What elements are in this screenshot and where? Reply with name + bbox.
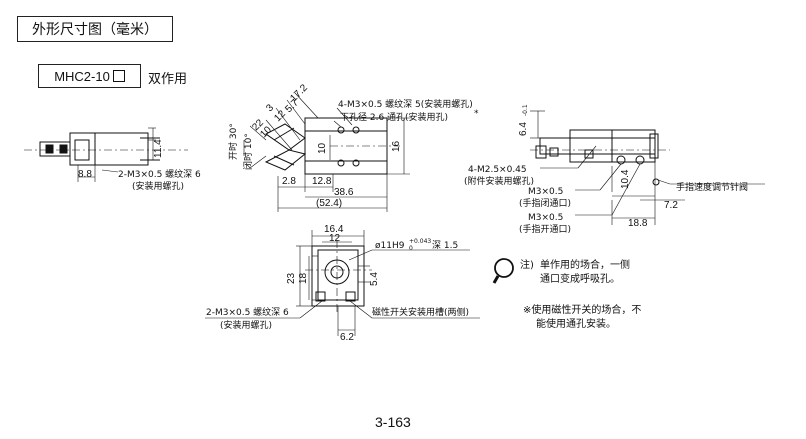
speed-valve-label: 手指速度调节针阀 [676, 181, 748, 193]
dim-38-6: 38.6 [334, 187, 354, 198]
dim-6-2: 6.2 [340, 332, 354, 343]
bore-tolerance-lower: 0 [409, 245, 413, 252]
note1-prefix: 注) [520, 258, 534, 271]
accessory-screw-sub: (附件安装用螺孔) [464, 175, 534, 187]
dim-10-body: 10 [317, 142, 328, 154]
dim-12-8: 12.8 [312, 176, 332, 187]
bottom-end-view [205, 230, 480, 336]
open-angle-label: 开时 30° [227, 123, 239, 160]
dim-52-4: (52.4) [316, 198, 342, 209]
dim-16: 16 [391, 140, 402, 152]
port-open-label: M3×0.5 [528, 213, 563, 223]
dim-7-2: 7.2 [664, 200, 678, 211]
accessory-screw-label: 4-M2.5×0.45 [468, 165, 527, 175]
closed-angle-label: 闭时 10° [242, 133, 254, 170]
note2-line2: 能使用通孔安装。 [536, 317, 616, 330]
dim-5-4: 5.4 [369, 272, 380, 286]
port-closed-sub: (手指闭通口) [519, 197, 571, 209]
note2-line1: ※使用磁性开关的场合，不 [523, 303, 641, 316]
left-thread-sub: (安装用螺孔) [132, 180, 184, 192]
bore-tolerance-upper: +0.043 [409, 238, 431, 245]
model-code: MHC2-10 [54, 68, 110, 84]
dim-10-4: 10.4 [620, 169, 631, 189]
variant-placeholder-box [112, 70, 125, 82]
right-side-view [530, 110, 765, 225]
dim-6-4-tolerance: -0.1 [522, 104, 529, 116]
left-dim-8-8: 8.8 [78, 169, 92, 180]
bore-label: ø11H9 [375, 241, 405, 251]
bottom-thread-sub: (安装用螺孔) [220, 319, 272, 331]
note1-line2: 通口变成呼吸孔。 [540, 272, 620, 285]
left-dim-11-4: 11.4 [153, 139, 164, 158]
bottom-thread-label: 2-M3×0.5 螺纹深 6 [206, 306, 289, 318]
action-type: 双作用 [148, 72, 188, 87]
dim-16-4: 16.4 [324, 224, 344, 235]
dim-18-8: 18.8 [628, 218, 648, 229]
left-thread-label: 2-M3×0.5 螺纹深 6 [118, 168, 201, 180]
through-hole-mark: * [474, 109, 479, 119]
port-open-sub: (手指开通口) [519, 223, 571, 235]
left-side-view [24, 127, 188, 182]
center-top-view [243, 92, 410, 212]
port-closed-label: M3×0.5 [528, 187, 563, 197]
dim-6-4: 6.4 [518, 122, 529, 136]
dim-3: 3 [264, 102, 276, 114]
bore-depth: 深 1.5 [432, 240, 458, 251]
switch-slot-label: 磁性开关安装用槽(两侧) [372, 306, 469, 318]
through-hole-label: 下孔径 2.6 通孔(安装用孔) [340, 111, 448, 123]
page-number: 3-163 [375, 414, 411, 430]
dim-23: 23 [286, 272, 297, 284]
note1-line1: 单作用的场合，一侧 [540, 258, 630, 271]
mount-thread-label: 4-M3×0.5 螺纹深 5(安装用螺孔) [338, 98, 473, 110]
dim-2-8: 2.8 [282, 176, 296, 187]
page-title: 外形尺寸图（毫米） [17, 16, 173, 42]
model-code-box: MHC2-10 [38, 64, 141, 88]
magnifier-icon [492, 258, 514, 284]
dim-12-bottom: 12 [329, 233, 341, 244]
dim-18: 18 [298, 272, 309, 284]
